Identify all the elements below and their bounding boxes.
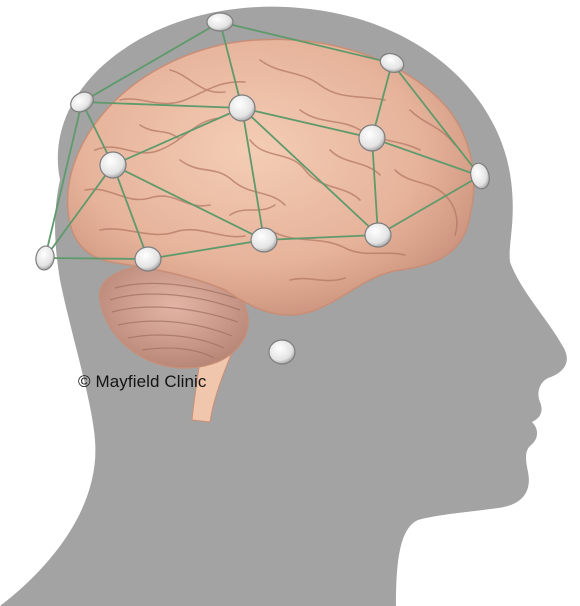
copyright-credit: © Mayfield Clinic (78, 372, 207, 392)
electrode (100, 152, 126, 178)
electrode (229, 95, 255, 121)
electrode (135, 247, 161, 271)
electrode (251, 228, 277, 252)
electrode (359, 125, 385, 151)
electrode (207, 13, 233, 31)
electrode (365, 223, 391, 247)
electrode (269, 340, 295, 364)
